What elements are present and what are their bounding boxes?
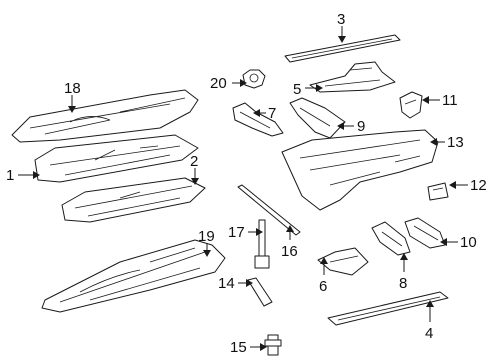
callout-19: 19 <box>198 228 215 245</box>
part-5-crossmember[interactable] <box>309 61 396 93</box>
callout-17: 17 <box>228 224 245 241</box>
part-15-stud[interactable] <box>264 334 282 356</box>
part-6-bracket[interactable] <box>317 247 369 276</box>
part-7-bracket[interactable] <box>232 102 284 137</box>
part-13-rear-floor[interactable] <box>281 129 439 211</box>
part-12-plate[interactable] <box>427 182 449 201</box>
part-11-bracket[interactable] <box>399 91 423 119</box>
callout-8: 8 <box>399 275 407 292</box>
callout-14: 14 <box>218 275 235 292</box>
callout-4: 4 <box>425 325 433 342</box>
part-4-side-sill[interactable] <box>327 291 449 326</box>
callout-6: 6 <box>319 278 327 295</box>
callout-15: 15 <box>230 339 247 356</box>
callout-3: 3 <box>337 11 345 28</box>
callout-9: 9 <box>357 118 365 135</box>
part-20-nut[interactable] <box>242 69 266 89</box>
part-1-floor-panel[interactable] <box>34 134 199 183</box>
callout-12: 12 <box>470 177 487 194</box>
callout-labels: 1 2 3 4 5 6 7 8 9 10 11 12 13 14 15 16 1… <box>6 11 487 356</box>
part-2-floor-panel-lower[interactable] <box>61 177 206 223</box>
callout-11: 11 <box>442 92 458 109</box>
callout-10: 10 <box>460 234 477 251</box>
part-10-bracket[interactable] <box>404 217 446 249</box>
part-9-reinforcement[interactable] <box>289 97 346 139</box>
part-19-floor-pan-lower[interactable] <box>41 239 226 313</box>
leader-lines <box>18 26 468 351</box>
part-8-bracket[interactable] <box>371 221 411 256</box>
callout-18: 18 <box>64 80 81 97</box>
callout-1: 1 <box>6 167 14 184</box>
callout-5: 5 <box>293 81 301 98</box>
part-17-bolt[interactable] <box>254 219 270 269</box>
part-18-floor-pan-upper[interactable] <box>11 89 199 143</box>
callout-20: 20 <box>210 75 227 92</box>
callout-2: 2 <box>190 153 198 170</box>
part-14-link[interactable] <box>247 277 273 307</box>
part-3-rail[interactable] <box>284 34 401 63</box>
part-16-strip[interactable] <box>237 184 301 236</box>
callout-16: 16 <box>281 243 298 260</box>
callout-13: 13 <box>447 134 464 151</box>
callout-7: 7 <box>268 105 276 122</box>
